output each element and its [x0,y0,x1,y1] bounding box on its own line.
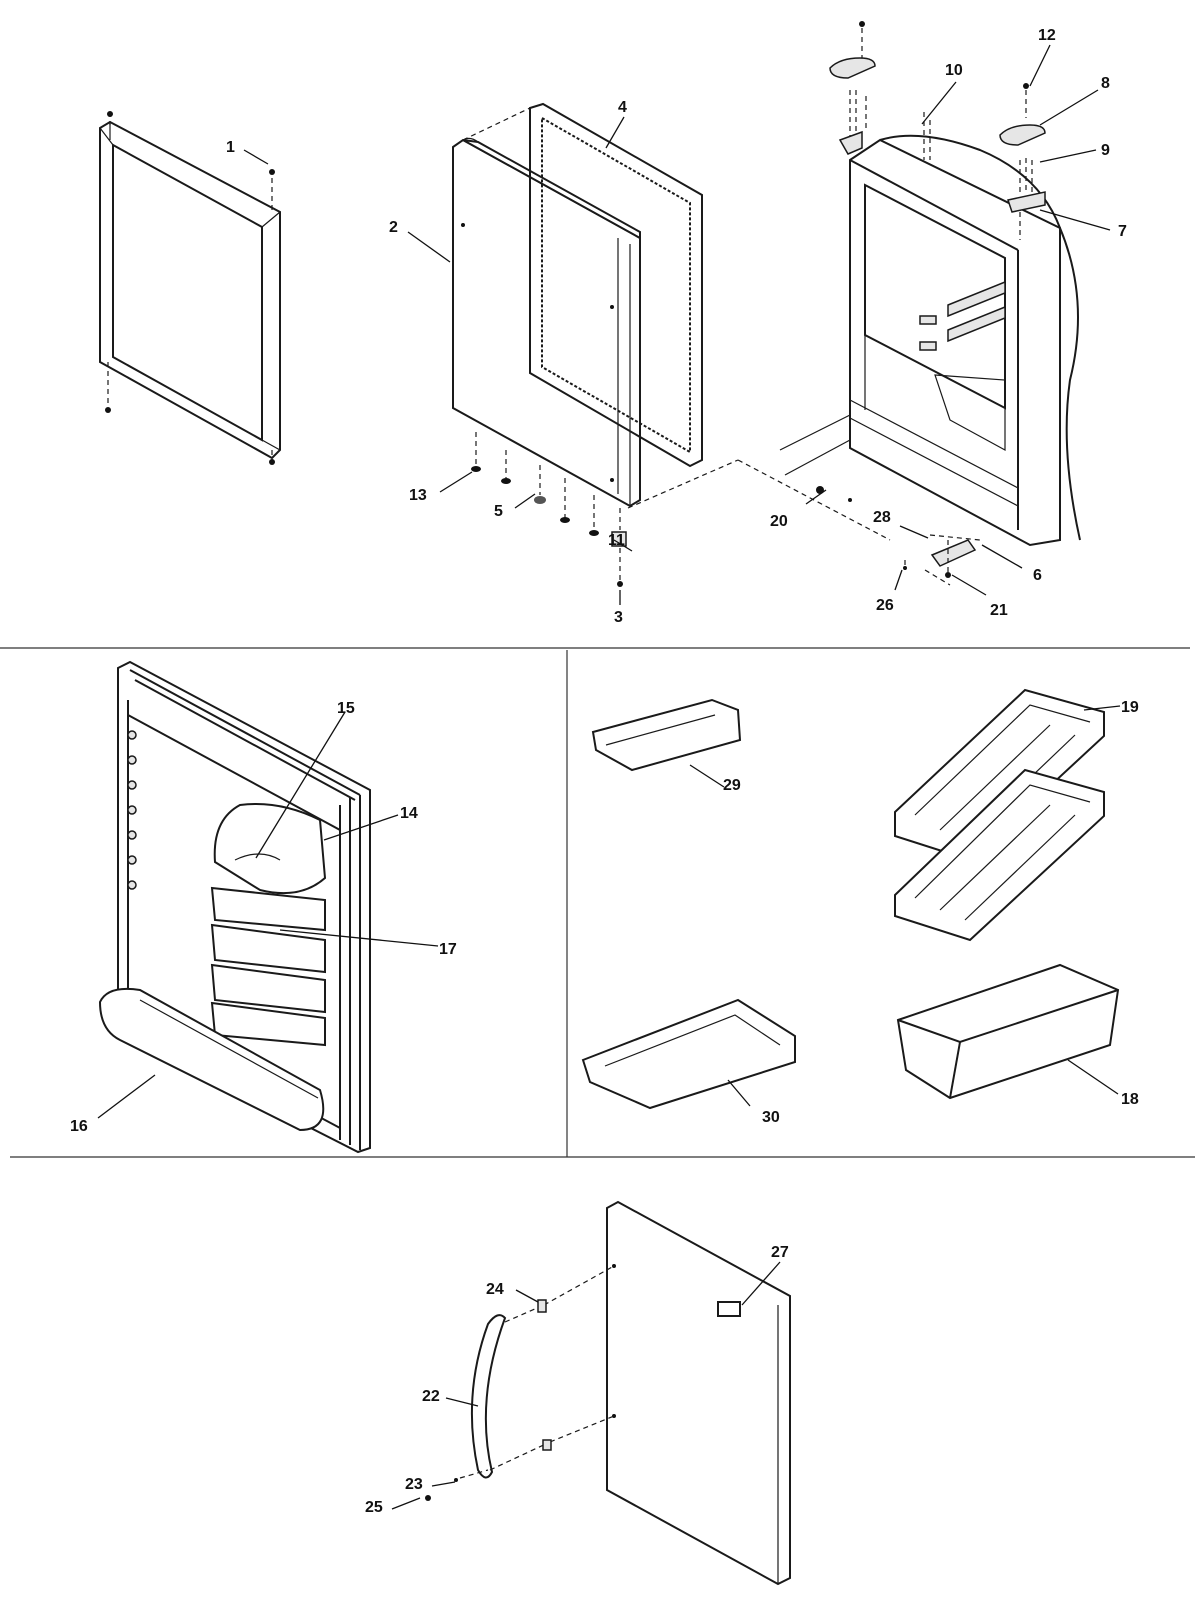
callout-11: 11 [608,532,625,549]
callout-labels: 1 2 3 4 5 6 7 8 9 10 11 12 13 14 15 16 1… [70,27,1139,1516]
callout-17: 17 [439,941,457,958]
callout-24: 24 [486,1281,504,1298]
callout-9: 9 [1101,142,1110,159]
freezer-door-panel [606,1200,791,1586]
cabinet-body [779,134,1081,547]
callout-18: 18 [1121,1091,1139,1108]
gasket-part-4 [462,102,703,468]
callout-25: 25 [365,1499,383,1516]
top-hinge-hardware [829,21,1046,240]
callout-14: 14 [400,805,418,822]
callout-30: 30 [762,1109,780,1126]
callout-22: 22 [422,1388,440,1405]
callout-5: 5 [494,503,503,520]
callout-28: 28 [873,509,891,526]
callout-arrows [97,44,1121,1510]
callout-3: 3 [614,609,623,626]
callout-15: 15 [337,700,355,717]
door-panel-part-2 [452,137,641,508]
callout-8: 8 [1101,75,1110,92]
bin-part-18 [896,963,1120,1100]
callout-19: 19 [1121,699,1139,716]
callout-10: 10 [945,62,963,79]
callout-6: 6 [1033,567,1042,584]
callout-2: 2 [389,219,398,236]
door-bottom-hardware [471,432,891,587]
callout-4: 4 [618,99,627,116]
callout-27: 27 [771,1244,789,1261]
door-liner-assembly [98,660,371,1154]
bottom-hinge-hardware [903,534,981,586]
tray-part-30 [581,998,796,1110]
door-frame-part-1 [99,111,281,465]
shelf-part-29 [591,698,742,772]
callout-26: 26 [876,597,894,614]
callout-29: 29 [723,777,741,794]
callout-1: 1 [226,139,235,156]
callout-13: 13 [409,487,427,504]
callout-12: 12 [1038,27,1056,44]
callout-21: 21 [990,602,1008,619]
ice-tray-part-19-lower [894,768,1105,942]
liner-side-buttons [127,730,137,890]
callout-7: 7 [1118,223,1127,240]
callout-23: 23 [405,1476,423,1493]
callout-20: 20 [770,513,788,530]
callout-16: 16 [70,1118,88,1135]
handle-part-22 [425,1265,615,1501]
section-dividers [0,647,1195,1158]
